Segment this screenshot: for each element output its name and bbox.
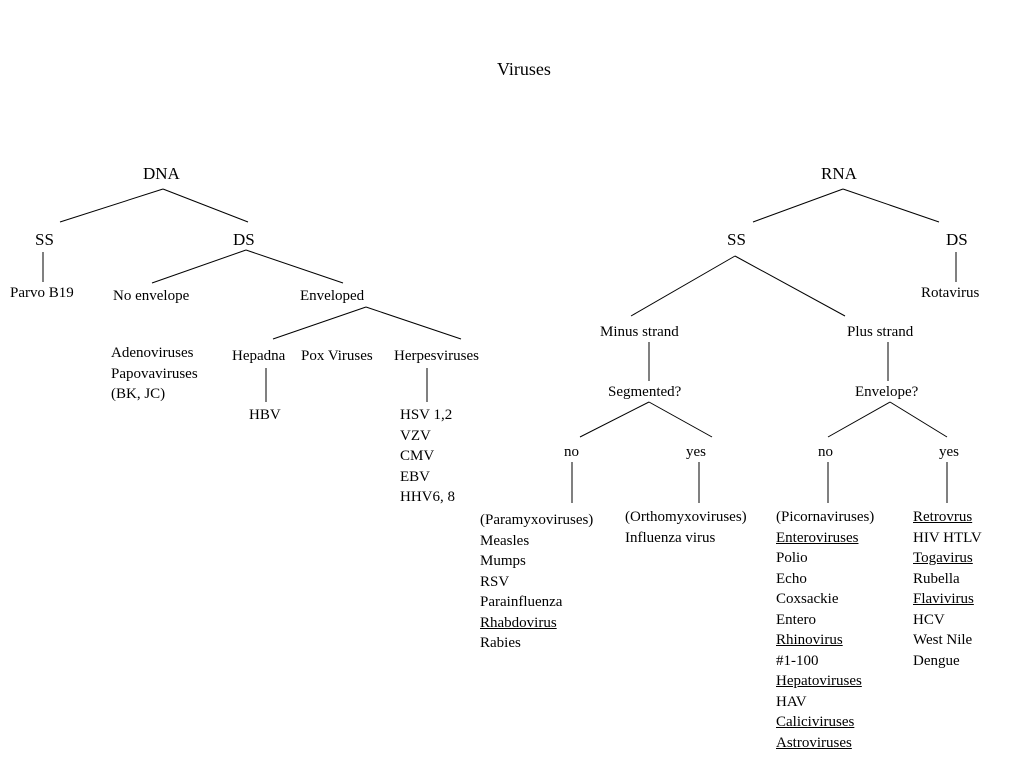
list-item: (Picornaviruses) — [776, 509, 875, 525]
list-item: (Orthomyxoviruses) — [625, 509, 747, 525]
list-item: HSV 1,2 — [400, 407, 453, 423]
list-item-family-heading: Flavivirus — [913, 591, 974, 607]
list-herpes-members: HSV 1,2 VZV CMV EBV HHV6, 8 — [400, 405, 455, 508]
connector-ss-minus — [630, 255, 736, 317]
node-pox-viruses: Pox Viruses — [301, 348, 373, 364]
connector-segmented-no — [579, 401, 650, 438]
list-item: Entero — [776, 611, 816, 628]
list-item: Echo — [776, 570, 807, 587]
connector-rna-ds — [842, 188, 940, 223]
list-item: VZV — [400, 427, 431, 444]
connector-dna-ds — [162, 188, 249, 223]
list-item: Mumps — [480, 553, 526, 569]
list-item-family-heading: Togavirus — [913, 550, 973, 566]
connector-enveloped-hepadna — [272, 306, 367, 340]
list-minus-no-members: (Paramyxoviruses) Measles Mumps RSV Para… — [480, 510, 593, 654]
list-item: Influenza virus — [625, 529, 716, 546]
list-item: HAV — [776, 693, 807, 710]
node-plus-yes: yes — [939, 444, 959, 460]
list-item-family-heading: Rhinovirus — [776, 632, 843, 648]
node-dna-ds: DS — [233, 230, 255, 249]
list-item: Adenoviruses — [111, 345, 194, 361]
list-no-envelope-members: Adenoviruses Papovaviruses (BK, JC) — [111, 343, 198, 405]
list-item-family-heading: Enteroviruses — [776, 529, 859, 546]
node-dna: DNA — [143, 164, 180, 183]
list-item: Parainfluenza — [480, 594, 563, 610]
node-rotavirus: Rotavirus — [921, 285, 980, 301]
node-enveloped: Enveloped — [300, 288, 365, 304]
list-item: Papovaviruses — [111, 365, 198, 382]
list-minus-yes-members: (Orthomyxoviruses) Influenza virus — [625, 507, 747, 548]
connector-enveloped-herpes — [365, 306, 462, 340]
node-herpesviruses: Herpesviruses — [394, 348, 479, 364]
node-plus-strand: Plus strand — [847, 324, 914, 340]
list-item: CMV — [400, 448, 435, 464]
list-item-family-heading: Astroviruses — [776, 734, 852, 751]
node-minus-strand: Minus strand — [600, 324, 679, 340]
node-rna: RNA — [821, 164, 857, 183]
list-item-family-heading: Rhabdovirus — [480, 614, 557, 631]
list-item: (Paramyxoviruses) — [480, 512, 594, 528]
list-item-family-heading: Hepatoviruses — [776, 673, 862, 689]
list-item: HCV — [913, 611, 945, 628]
list-item: Measles — [480, 532, 530, 549]
connector-envelope-yes — [889, 401, 948, 438]
list-item: Dengue — [913, 652, 960, 669]
node-hepadna: Hepadna — [232, 348, 286, 364]
connector-dna-ss — [59, 188, 164, 223]
list-item-family-heading: Caliciviruses — [776, 714, 855, 730]
node-no-envelope: No envelope — [113, 288, 190, 304]
list-item: (BK, JC) — [111, 386, 166, 402]
node-envelope-question: Envelope? — [855, 384, 919, 400]
connector-rna-ss — [752, 188, 844, 223]
list-item: HHV6, 8 — [400, 489, 455, 505]
connector-ds-no-envelope — [151, 249, 247, 284]
node-minus-yes: yes — [686, 444, 706, 460]
connector-ds-enveloped — [245, 249, 344, 284]
list-item: Rabies — [480, 635, 521, 651]
node-dna-ss: SS — [35, 230, 54, 249]
node-hbv: HBV — [249, 407, 281, 423]
list-item-family-heading: Retrovrus — [913, 509, 973, 525]
list-item: Coxsackie — [776, 591, 839, 607]
list-item: West Nile — [913, 632, 973, 648]
connector-segmented-yes — [648, 401, 713, 438]
list-item: EBV — [400, 468, 430, 485]
diagram-title: Viruses — [497, 59, 551, 79]
node-rna-ds: DS — [946, 230, 968, 249]
list-plus-no-members: (Picornaviruses) Enteroviruses Polio Ech… — [776, 507, 874, 753]
list-item: RSV — [480, 573, 510, 590]
list-plus-yes-members: Retrovrus HIV HTLV Togavirus Rubella Fla… — [913, 507, 982, 671]
list-item: Rubella — [913, 570, 960, 587]
list-item: Polio — [776, 550, 808, 566]
node-plus-no: no — [818, 444, 833, 460]
node-minus-no: no — [564, 444, 579, 460]
list-item: #1-100 — [776, 652, 819, 669]
connector-ss-plus — [734, 255, 846, 317]
connector-envelope-no — [827, 401, 891, 438]
node-segmented-question: Segmented? — [608, 384, 682, 400]
node-parvo-b19: Parvo B19 — [10, 285, 74, 301]
list-item: HIV HTLV — [913, 529, 982, 546]
node-rna-ss: SS — [727, 230, 746, 249]
